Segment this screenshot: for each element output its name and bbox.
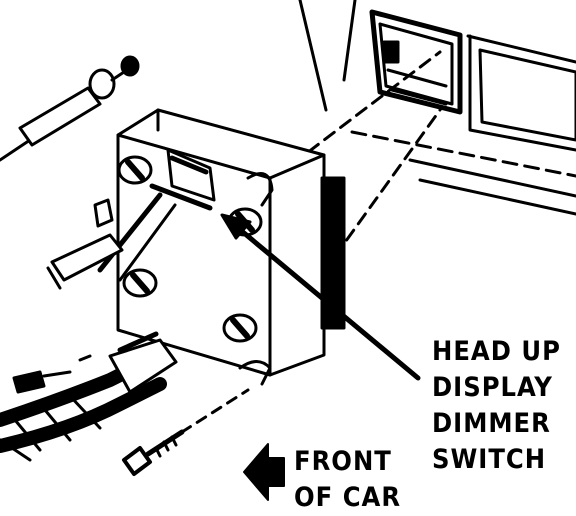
switch-connector [97, 148, 216, 282]
callout-line-3: DIMMER [432, 408, 551, 439]
callout-line-1: HEAD UP [432, 336, 561, 367]
left-arrow-icon [243, 443, 285, 501]
wiring-harness [0, 331, 178, 462]
direction-line-2: OF CAR [294, 482, 402, 513]
dash-panel [298, 0, 576, 216]
mounting-screw [122, 388, 250, 476]
front-of-car-label: FRONT OF CAR [294, 444, 401, 516]
terminal-screws [93, 155, 263, 343]
lever-arm [46, 233, 124, 290]
dimmer-switch-callout: HEAD UP DISPLAY DIMMER SWITCH [432, 334, 561, 478]
direction-line-1: FRONT [294, 446, 392, 477]
callout-line-2: DISPLAY [432, 372, 553, 403]
callout-line-4: SWITCH [432, 444, 547, 475]
callout-leader [220, 213, 421, 381]
control-rod [0, 55, 140, 162]
leader-arrowhead [220, 213, 252, 240]
